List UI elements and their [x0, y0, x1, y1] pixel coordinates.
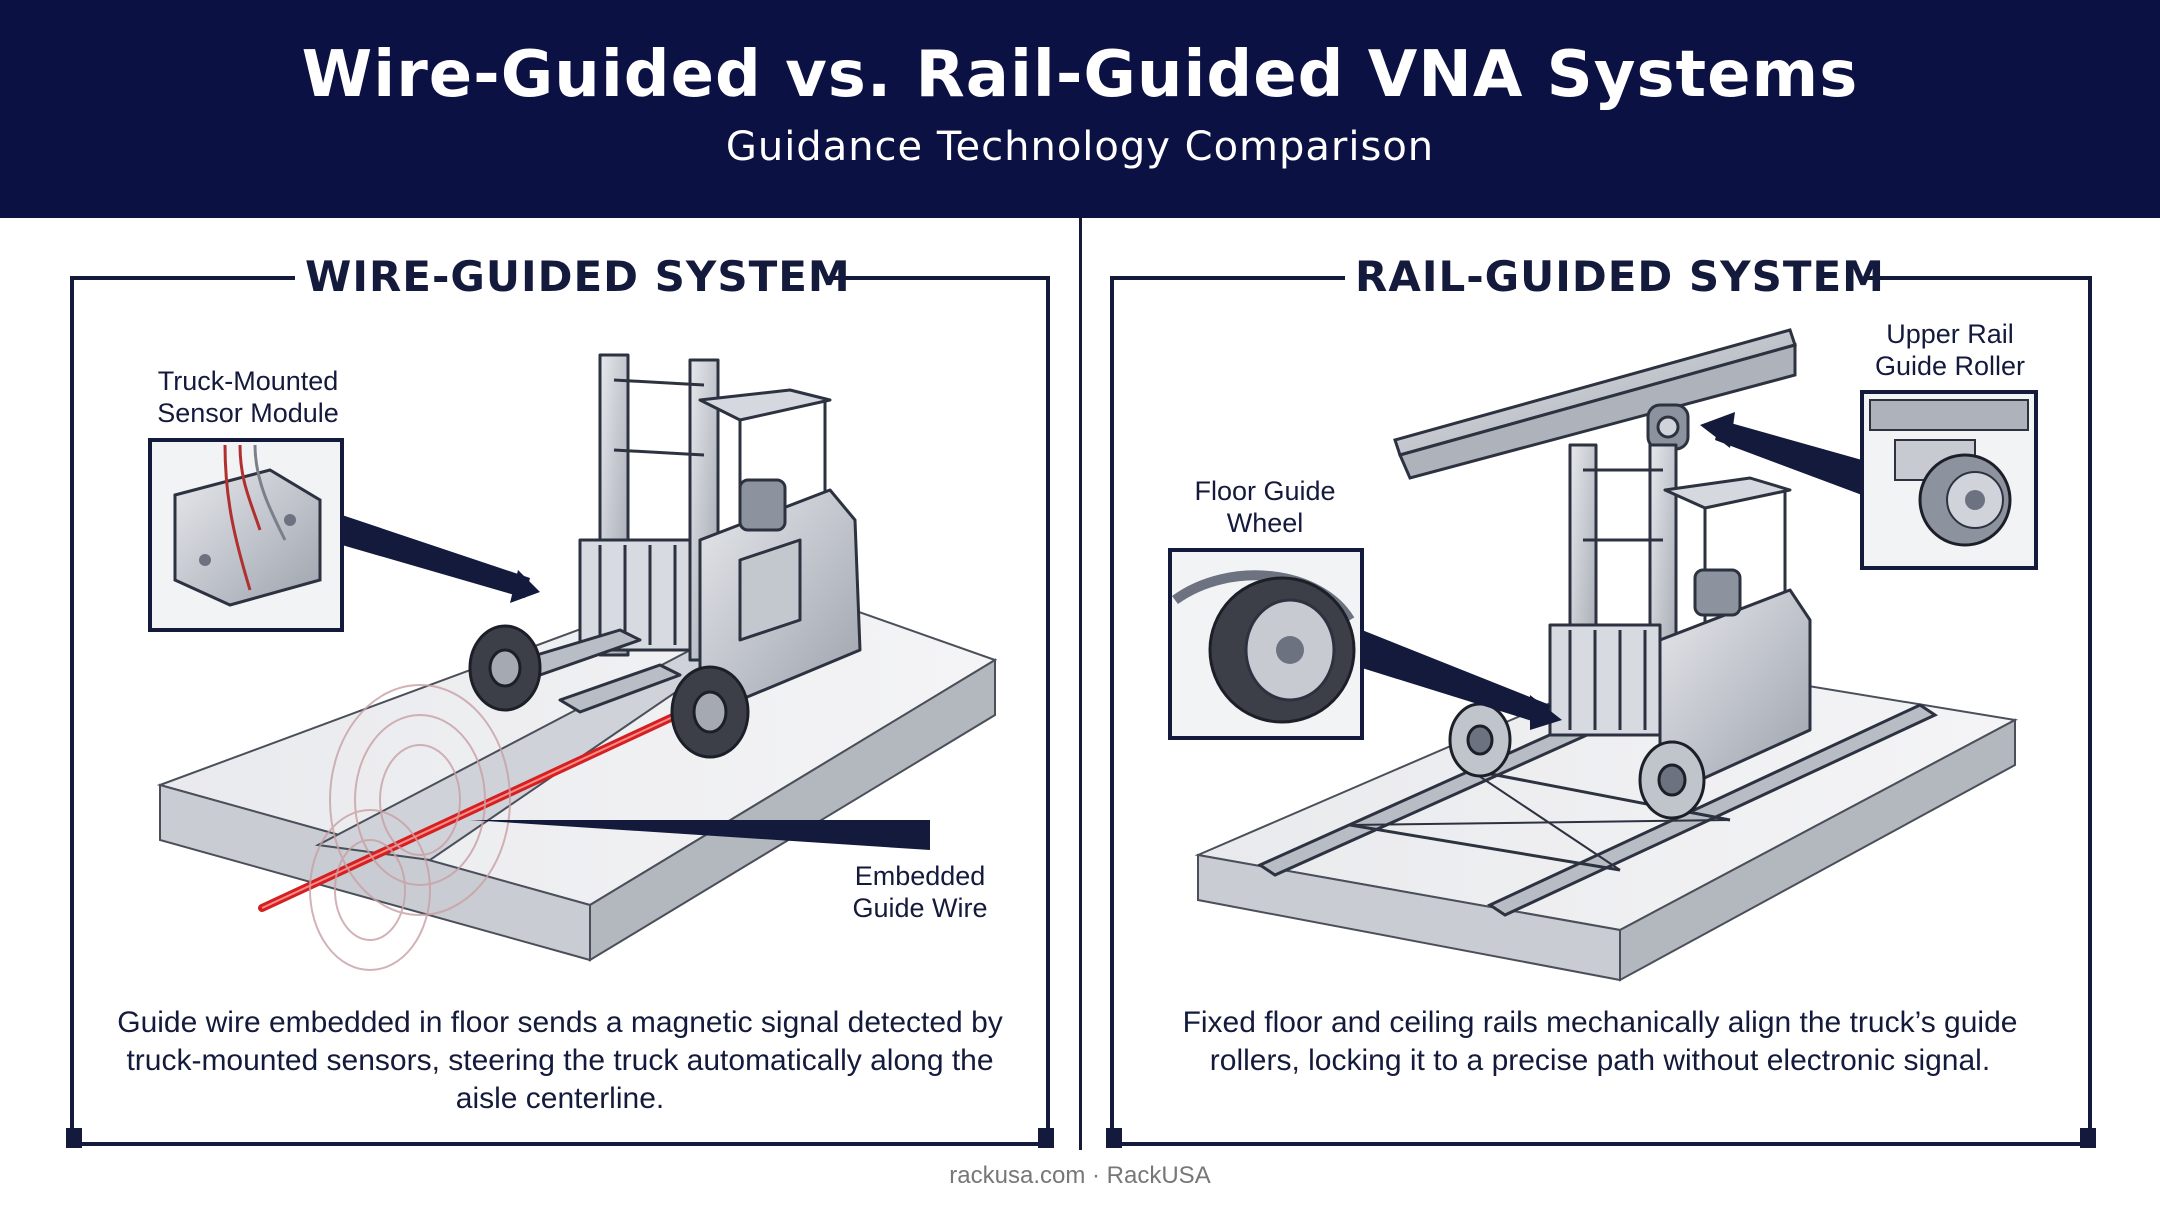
floor-guide-wheel-label: Floor Guide Wheel: [1194, 476, 1336, 538]
header-banner: Wire-Guided vs. Rail-Guided VNA Systems …: [0, 0, 2160, 218]
rail-caption: Fixed floor and ceiling rails mechanical…: [1182, 1006, 2018, 1077]
wire-panel-frame: [70, 276, 1050, 1146]
wire-callout-pointer: [470, 820, 930, 850]
corner-mark: [2080, 1128, 2096, 1148]
roller-callout-pointer: [1715, 420, 1862, 495]
upper-roller-inset: [1860, 390, 2038, 570]
wire-caption: Guide wire embedded in floor sends a mag…: [117, 1006, 1003, 1115]
floor-wheel-callout-arrowhead: [1530, 695, 1562, 730]
rail-forklift-wheels: [1448, 702, 1706, 820]
footer-credit: rackusa.com · RackUSA: [949, 1162, 1211, 1189]
wire-forklift-wheels: [468, 624, 750, 759]
page-subtitle: Guidance Technology Comparison: [725, 124, 1435, 170]
wire-forklift: [518, 353, 862, 714]
sensor-callout-pointer: [342, 515, 530, 598]
sensor-module-inset: [148, 438, 344, 632]
corner-mark: [1038, 1128, 1054, 1148]
rail-panel-frame: [1110, 276, 2092, 1146]
rail-forklift: [1548, 443, 1812, 782]
wire-panel-title: WIRE-GUIDED SYSTEM: [305, 252, 851, 301]
corner-mark: [1106, 1128, 1122, 1148]
page-title: Wire-Guided vs. Rail-Guided VNA Systems: [301, 38, 1859, 112]
sensor-module-label: Truck-Mounted Sensor Module: [157, 366, 339, 428]
roller-callout-arrowhead: [1700, 412, 1735, 448]
upper-roller-label: Upper Rail Guide Roller: [1874, 319, 2026, 381]
sensor-callout-arrowhead: [510, 570, 540, 603]
upper-rail: [1393, 328, 1797, 480]
guide-wire-label: Embedded Guide Wire: [852, 861, 988, 923]
rail-panel-title: RAIL-GUIDED SYSTEM: [1355, 252, 1885, 301]
panel-divider: [1079, 218, 1082, 1150]
corner-mark: [66, 1128, 82, 1148]
floor-guide-wheel-inset: [1168, 548, 1364, 740]
floor-wheel-callout-pointer: [1362, 630, 1550, 725]
magnetic-signal-rings: [309, 684, 511, 971]
